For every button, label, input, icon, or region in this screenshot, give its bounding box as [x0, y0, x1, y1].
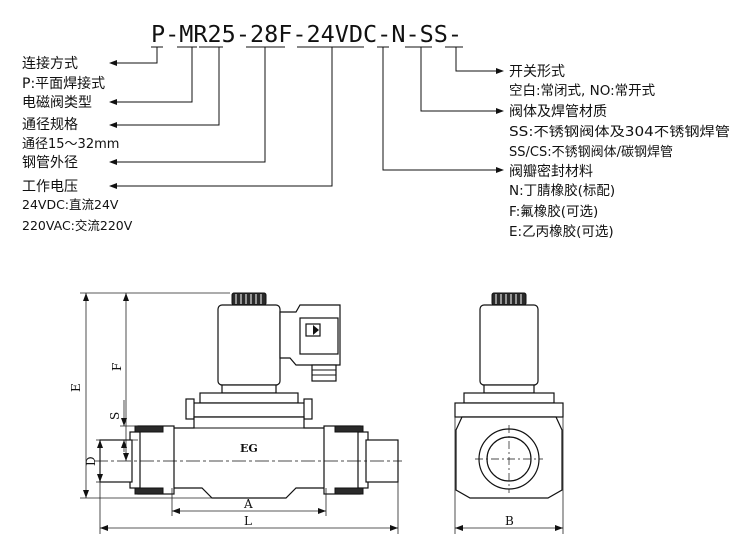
- label-seal-e: E:乙丙橡胶(可选): [509, 223, 614, 240]
- left-labels: 连接方式 P:平面焊接式 电磁阀类型 通径规格 通径15～32mm 钢管外径 工…: [22, 55, 133, 233]
- dim-label-s: S: [108, 412, 122, 420]
- dimension-lines: [80, 292, 564, 534]
- label-seal-material: 阀瓣密封材料: [509, 163, 593, 180]
- right-leader-lines: [382, 47, 496, 171]
- label-voltage-dc: 24VDC:直流24V: [22, 197, 119, 212]
- dim-label-b: B: [505, 514, 514, 528]
- label-switch-detail: 空白:常闭式, NO:常开式: [509, 83, 656, 99]
- label-body-material: 阀体及焊管材质: [509, 104, 607, 120]
- label-bore-spec: 通径规格: [22, 117, 78, 133]
- label-voltage-ac: 220VAC:交流220V: [22, 218, 133, 233]
- label-body-ss: SS:不锈钢阀体及304不锈钢焊管: [509, 124, 730, 140]
- body-mark: EG: [240, 442, 258, 455]
- label-valve-type: 电磁阀类型: [22, 95, 92, 111]
- dim-label-a: A: [243, 497, 253, 511]
- label-bore-range: 通径15～32mm: [22, 137, 119, 152]
- label-connection-type: 连接方式: [22, 55, 78, 72]
- dim-label-d: D: [84, 456, 98, 466]
- label-body-sscs: SS/CS:不锈钢阀体/碳钢焊管: [509, 144, 673, 160]
- label-switch-form: 开关形式: [509, 64, 565, 80]
- dim-label-e: E: [69, 383, 83, 392]
- front-view-drawing: EG: [94, 292, 402, 499]
- dim-label-f: F: [110, 363, 124, 371]
- label-seal-n: N:丁腈橡胶(标配): [509, 182, 615, 199]
- label-seal-f: F:氟橡胶(可选): [509, 203, 598, 220]
- left-leader-lines: [115, 47, 333, 187]
- model-code: P-MR25-28F-24VDC-N-SS-: [151, 22, 462, 48]
- right-arrowheads: [496, 68, 504, 173]
- right-labels: 开关形式 空白:常闭式, NO:常开式 阀体及焊管材质 SS:不锈钢阀体及304…: [509, 64, 730, 240]
- label-voltage: 工作电压: [22, 179, 78, 195]
- left-arrowheads: [109, 60, 117, 189]
- dimension-labels: E F S D A L B: [69, 363, 514, 528]
- side-view-drawing: [454, 292, 564, 499]
- label-connection-detail: P:平面焊接式: [22, 75, 105, 92]
- dim-label-l: L: [244, 514, 252, 528]
- label-pipe-od: 钢管外径: [22, 155, 78, 171]
